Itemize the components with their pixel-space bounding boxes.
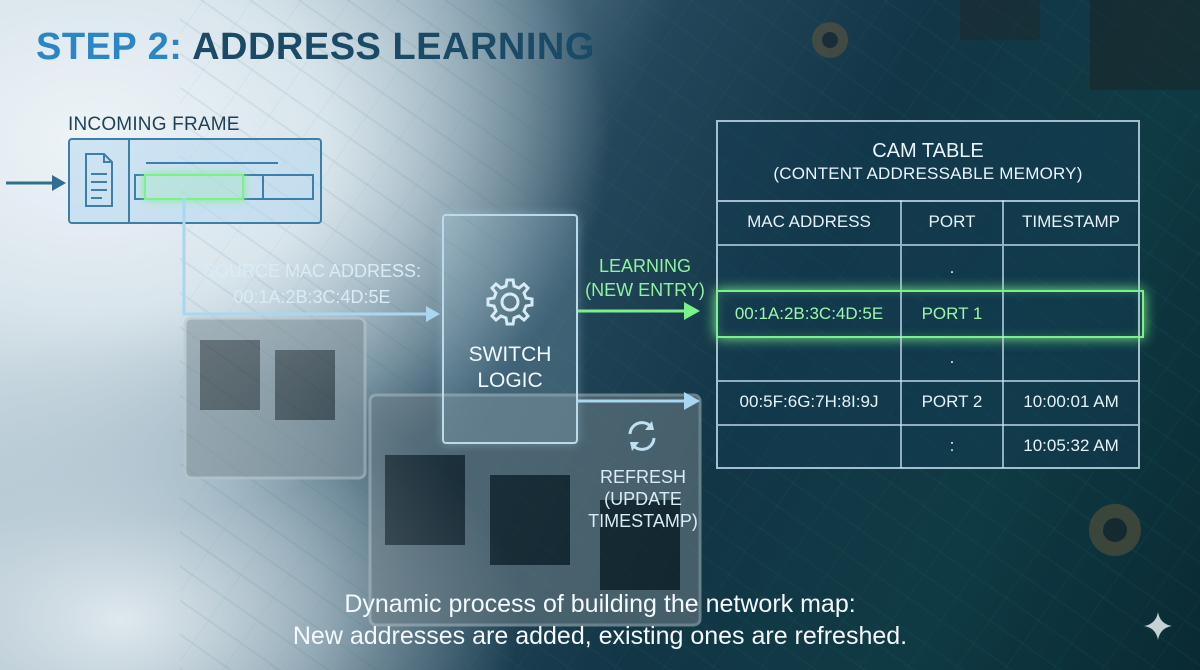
footer-line-2: New addresses are added, existing ones a… (292, 622, 908, 650)
table-row: : 10:05:32 AM (718, 424, 1138, 468)
cell-timestamp (1002, 246, 1138, 290)
refresh-subtitle-2: TIMESTAMP) (588, 511, 698, 531)
cam-table-column-headers: MAC ADDRESS PORT TIMESTAMP (718, 200, 1138, 246)
cell-timestamp (1002, 292, 1138, 336)
source-mac-value: 00:1A:2B:3C:4D:5E (233, 287, 391, 307)
learning-title: LEARNING (598, 256, 692, 276)
cam-table-header: CAM TABLE (CONTENT ADDRESSABLE MEMORY) (718, 122, 1138, 202)
cell-port: . (900, 246, 1002, 290)
cell-timestamp (1002, 336, 1138, 380)
column-header-port: PORT (900, 200, 1002, 244)
cell-mac (718, 246, 900, 290)
table-row: 00:5F:6G:7H:8I:9J PORT 2 10:00:01 AM (718, 380, 1138, 426)
gear-icon (486, 278, 534, 326)
source-mac-title: SOURCE MAC ADDRESS: (202, 261, 422, 281)
title-step: STEP 2: (36, 26, 183, 68)
learning-label: LEARNING (NEW ENTRY) (575, 254, 715, 302)
cell-timestamp: 10:00:01 AM (1002, 380, 1138, 424)
refresh-icon (628, 421, 656, 451)
footer-caption: Dynamic process of building the network … (0, 588, 1200, 652)
switch-logic-text: SWITCH LOGIC (444, 342, 576, 394)
cam-table-title: CAM TABLE (872, 140, 984, 162)
cam-table-subtitle: (CONTENT ADDRESSABLE MEMORY) (773, 164, 1083, 183)
column-header-mac: MAC ADDRESS (747, 212, 871, 231)
footer-line-1: Dynamic process of building the network … (344, 590, 856, 618)
frame-field-divider (262, 174, 264, 200)
page-title: STEP 2: ADDRESS LEARNING (36, 26, 595, 69)
table-row-highlighted: 00:1A:2B:3C:4D:5E PORT 1 (716, 290, 1144, 338)
column-header-timestamp: TIMESTAMP (1002, 200, 1138, 244)
table-row: . (718, 246, 1138, 292)
source-mac-field (144, 174, 244, 200)
cell-port: PORT 1 (900, 292, 1002, 336)
document-icon (70, 140, 130, 222)
cell-mac (718, 424, 900, 468)
switch-logic-line1: SWITCH (468, 343, 552, 366)
incoming-frame-label: INCOMING FRAME (68, 114, 240, 135)
title-text: ADDRESS LEARNING (192, 26, 595, 68)
cell-timestamp: 10:05:32 AM (1002, 424, 1138, 468)
source-mac-label: SOURCE MAC ADDRESS: 00:1A:2B:3C:4D:5E (192, 258, 432, 310)
cell-mac: 00:5F:6G:7H:8I:9J (739, 392, 879, 411)
switch-logic-line2: LOGIC (477, 369, 543, 392)
cell-mac (718, 336, 900, 380)
frame-header-line (146, 162, 278, 164)
refresh-subtitle-1: (UPDATE (604, 489, 682, 509)
refresh-label: REFRESH (UPDATE TIMESTAMP) (578, 466, 708, 532)
learning-subtitle: (NEW ENTRY) (585, 280, 705, 300)
cam-table: CAM TABLE (CONTENT ADDRESSABLE MEMORY) M… (716, 120, 1144, 469)
cell-port: : (900, 424, 1002, 468)
refresh-title: REFRESH (599, 467, 686, 487)
cell-mac: 00:1A:2B:3C:4D:5E (734, 304, 884, 323)
cell-port: PORT 2 (900, 380, 1002, 424)
switch-logic-box: SWITCH LOGIC (442, 214, 578, 444)
incoming-frame (68, 138, 322, 224)
cell-port: . (900, 336, 1002, 380)
table-row: . (718, 336, 1138, 382)
